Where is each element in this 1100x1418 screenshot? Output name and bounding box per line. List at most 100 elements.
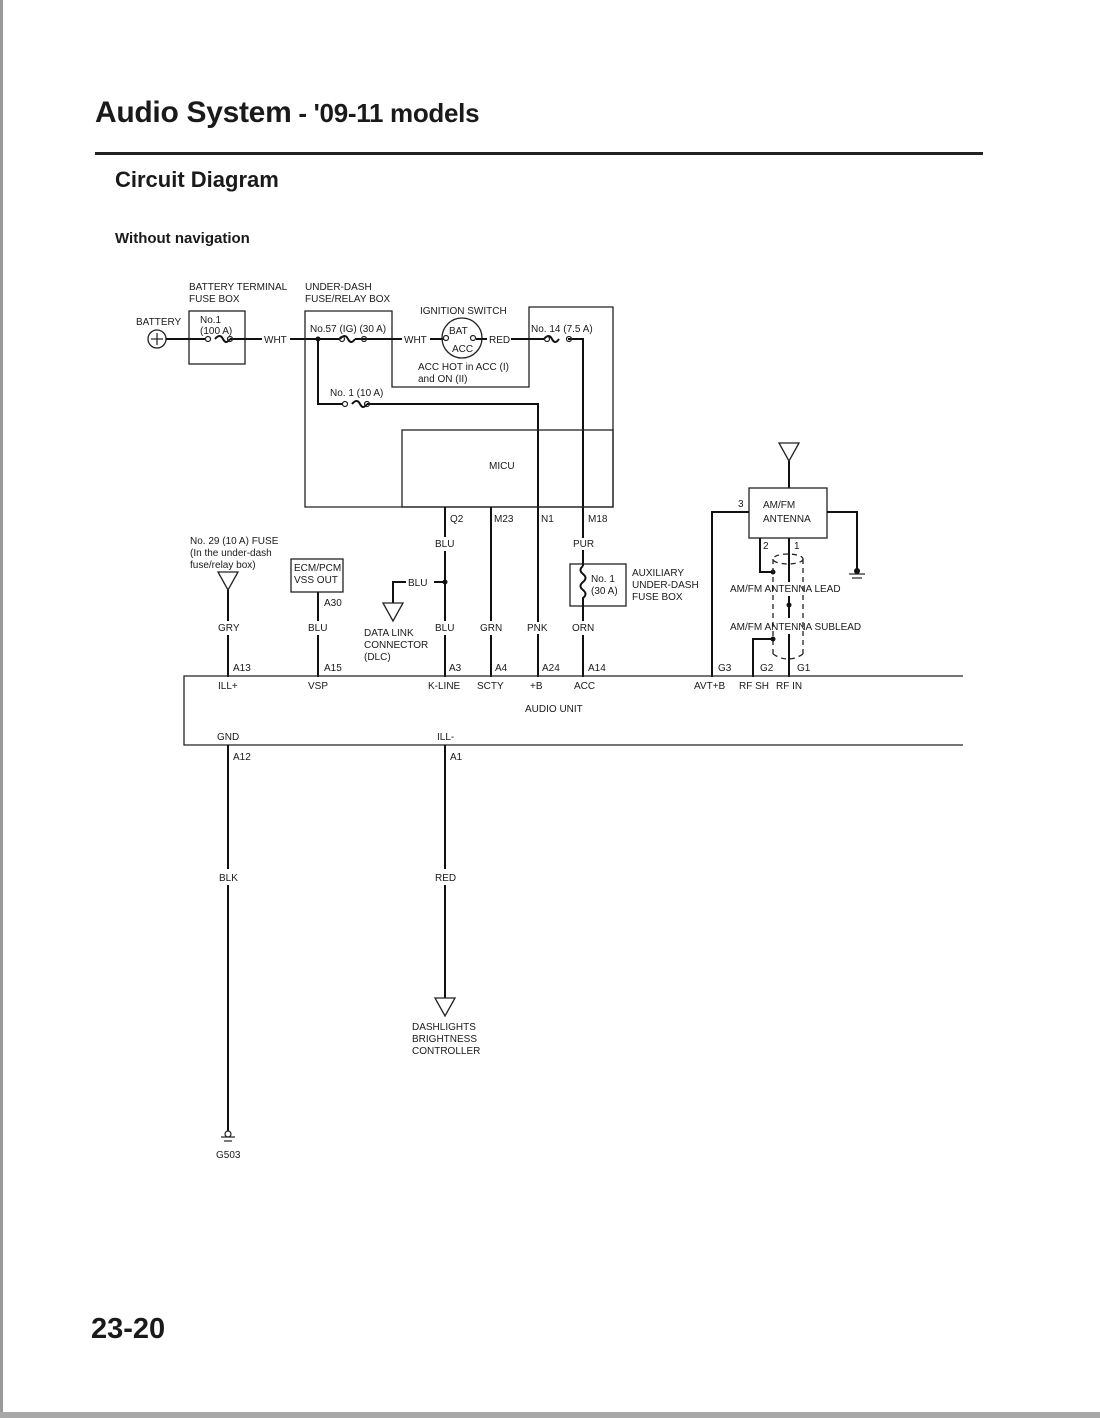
fuse-29-label-2: (In the under-dash bbox=[190, 548, 272, 559]
ignition-note-1: ACC HOT in ACC (I) bbox=[418, 362, 509, 373]
label-bg-pur bbox=[572, 538, 596, 550]
ignition-switch-title: IGNITION SWITCH bbox=[420, 306, 507, 317]
micu-pin-n1: N1 bbox=[541, 514, 554, 525]
signal-gnd: GND bbox=[217, 732, 239, 743]
aux-fuse-box bbox=[569, 563, 627, 607]
wire-label-pnk: PNK bbox=[527, 623, 548, 634]
signal-k-line: K-LINE bbox=[428, 681, 461, 692]
wire-fuse-14 bbox=[543, 335, 584, 566]
antenna-pin-3: 3 bbox=[738, 499, 744, 510]
battery-fuse-box bbox=[188, 310, 246, 365]
shield-ellipse-bottom bbox=[772, 653, 804, 660]
ecm-pin-a30: A30 bbox=[324, 598, 342, 609]
signal-plus-b: +B bbox=[530, 681, 543, 692]
signal-rf-in: RF IN bbox=[776, 681, 802, 692]
aux-fuse-rating: (30 A) bbox=[591, 586, 618, 597]
page-title-main: Audio System bbox=[95, 96, 292, 129]
battery-fuse-box-title-2: FUSE BOX bbox=[189, 294, 240, 305]
fuse-100a-terminal bbox=[226, 335, 234, 343]
micu-label: MICU bbox=[489, 461, 515, 472]
wire-label-gry: GRY bbox=[218, 623, 240, 634]
page-left-edge bbox=[0, 0, 3, 1418]
header-rule bbox=[95, 152, 983, 155]
dlc-label-3: (DLC) bbox=[364, 652, 391, 663]
dashlights-label-3: CONTROLLER bbox=[412, 1046, 480, 1057]
signal-avt-b: AVT+B bbox=[694, 681, 726, 692]
ignition-bat-label: BAT bbox=[449, 326, 468, 337]
battery-fuse-box-title-1: BATTERY TERMINAL bbox=[189, 282, 288, 293]
wire-label-blu-a3: BLU bbox=[435, 623, 454, 634]
fuse-29-label-1: No. 29 (10 A) FUSE bbox=[190, 536, 279, 547]
label-bg-pnk bbox=[526, 622, 550, 634]
wire-label-blu-q2: BLU bbox=[435, 539, 454, 550]
antenna-lead-label: AM/FM ANTENNA LEAD bbox=[730, 584, 841, 595]
wire-battery-fuse bbox=[166, 335, 262, 343]
micu-pin-q2: Q2 bbox=[450, 514, 464, 525]
pin-g2: G2 bbox=[760, 663, 774, 674]
ignition-acc-terminal bbox=[469, 334, 477, 342]
fuse-1-10a-terminal bbox=[363, 400, 371, 408]
ecm-label-1: ECM/PCM bbox=[294, 563, 341, 574]
ground-point bbox=[224, 1130, 232, 1138]
pin-g1: G1 bbox=[797, 663, 811, 674]
fuse-57-icon bbox=[338, 335, 346, 343]
wire-fuse-57 bbox=[339, 335, 402, 343]
signal-ill-plus: ILL+ bbox=[218, 681, 238, 692]
fuse-57-terminal bbox=[360, 335, 368, 343]
micu-pin-m18: M18 bbox=[588, 514, 608, 525]
dashlights-connector-icon bbox=[433, 997, 457, 1018]
fuse-100a-number: No.1 bbox=[200, 315, 222, 326]
pin-g3: G3 bbox=[718, 663, 732, 674]
antenna-pin-2: 2 bbox=[763, 541, 769, 552]
dlc-label-2: CONNECTOR bbox=[364, 640, 428, 651]
wire-antenna-ground bbox=[827, 511, 858, 570]
wire-rf-sh bbox=[752, 638, 773, 677]
wire-label-red-ign: RED bbox=[489, 335, 510, 346]
fuse-14-label: No. 14 (7.5 A) bbox=[531, 324, 593, 335]
micu-pin-m23: M23 bbox=[494, 514, 514, 525]
pin-a14: A14 bbox=[588, 663, 606, 674]
antenna-icon bbox=[777, 442, 801, 463]
antenna-title-2: ANTENNA bbox=[763, 514, 811, 525]
ignition-acc-label: ACC bbox=[452, 344, 473, 355]
dashlights-label-1: DASHLIGHTS bbox=[412, 1022, 476, 1033]
page-number: 23-20 bbox=[91, 1313, 166, 1345]
wire-dlc-b bbox=[392, 581, 406, 603]
aux-fuse-icon bbox=[579, 565, 587, 621]
antenna-sublead-label: AM/FM ANTENNA SUBLEAD bbox=[730, 622, 861, 633]
ground-label: G503 bbox=[216, 1150, 241, 1161]
pin-a12: A12 bbox=[233, 752, 251, 763]
audio-unit-label: AUDIO UNIT bbox=[525, 704, 583, 715]
fuse-100a-rating: (100 A) bbox=[200, 326, 232, 337]
fuse-29-label-3: fuse/relay box) bbox=[190, 560, 256, 571]
aux-fuse-number: No. 1 bbox=[591, 574, 615, 585]
wire-label-blu-vss: BLU bbox=[308, 623, 327, 634]
wire-label-blk: BLK bbox=[219, 873, 238, 884]
wire-label-blu-dlc: BLU bbox=[408, 578, 427, 589]
antenna-title-1: AM/FM bbox=[763, 500, 795, 511]
fuse-1-10a-label: No. 1 (10 A) bbox=[330, 388, 383, 399]
ignition-note-2: and ON (II) bbox=[418, 374, 467, 385]
dashlights-label-2: BRIGHTNESS bbox=[412, 1034, 477, 1045]
fuse-100a-icon bbox=[204, 335, 212, 343]
aux-fuse-box-title-3: FUSE BOX bbox=[632, 592, 683, 603]
page-title: Audio System - '09-11 models bbox=[95, 96, 480, 130]
fuse-29-connector-icon bbox=[216, 571, 240, 592]
section-title: Circuit Diagram bbox=[115, 167, 279, 192]
signal-scty: SCTY bbox=[477, 681, 504, 692]
battery-label: BATTERY bbox=[136, 317, 182, 328]
signal-ill-minus: ILL- bbox=[437, 732, 454, 743]
wire-label-pur: PUR bbox=[573, 539, 594, 550]
pin-a15: A15 bbox=[324, 663, 342, 674]
dlc-connector-icon bbox=[381, 602, 405, 623]
signal-acc: ACC bbox=[574, 681, 595, 692]
wire-label-grn: GRN bbox=[480, 623, 502, 634]
pin-a13: A13 bbox=[233, 663, 251, 674]
wire-label-red-ill: RED bbox=[435, 873, 456, 884]
dlc-label-1: DATA LINK bbox=[364, 628, 414, 639]
wire-label-wht-1: WHT bbox=[264, 335, 287, 346]
shield-splice-bottom bbox=[770, 636, 776, 642]
wire-label-wht-2: WHT bbox=[404, 335, 427, 346]
fuse-14-icon bbox=[543, 335, 551, 343]
